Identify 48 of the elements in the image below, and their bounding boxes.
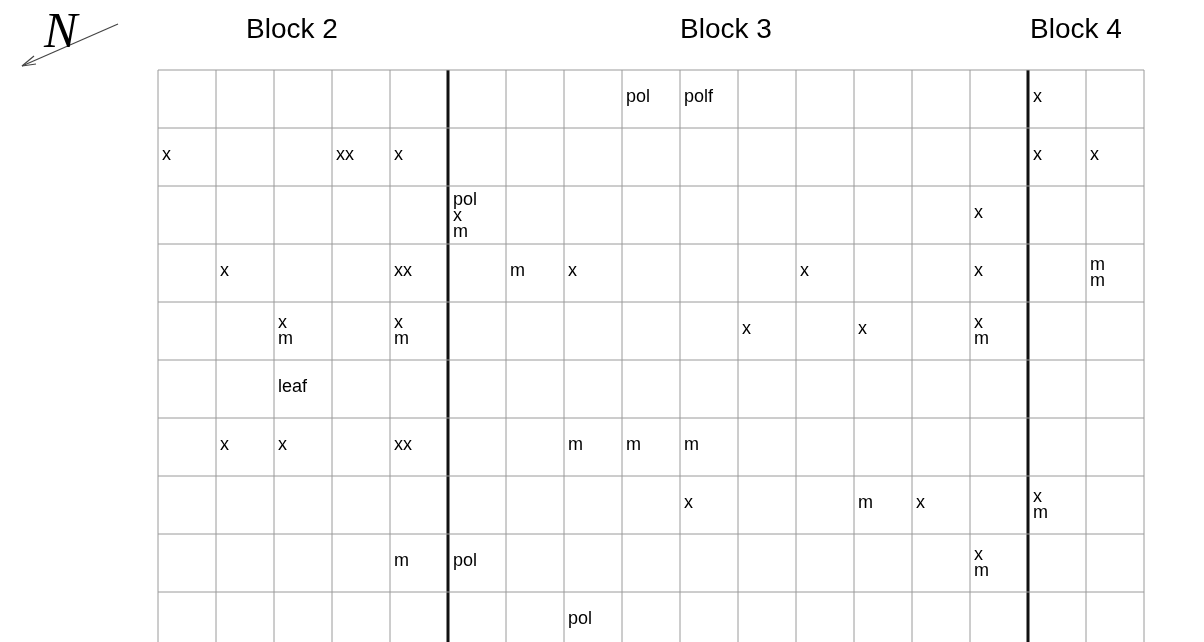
cell-mark: x [974,314,983,330]
cell-mark: m [278,330,293,346]
cell-mark: x [1033,488,1042,504]
cell-mark: m [1090,272,1105,288]
cell-mark: m [1033,504,1048,520]
cell-mark: x [858,320,867,336]
cell-mark: polf [684,88,714,104]
cell-mark: x [220,436,229,452]
cell-mark: x [974,262,983,278]
cell-mark: x [278,436,287,452]
cell-mark: xx [394,262,412,278]
cell-mark: m [684,436,699,452]
cell-mark: m [974,562,989,578]
cell-mark: m [568,436,583,452]
cell-mark: x [394,314,403,330]
cell-mark: m [626,436,641,452]
block-heading: Block 2 [246,12,338,46]
cell-mark: leaf [278,378,308,394]
cell-mark: x [394,146,403,162]
cell-mark: x [916,494,925,510]
cell-mark: x [568,262,577,278]
cell-mark: x [162,146,171,162]
cell-mark: m [974,330,989,346]
cell-mark: x [220,262,229,278]
cell-mark: m [858,494,873,510]
cell-mark: xx [336,146,354,162]
cell-mark: x [974,204,983,220]
cell-mark: pol [568,610,593,626]
cell-mark: xx [394,436,412,452]
cell-mark: m [510,262,525,278]
cell-mark: pol [453,191,478,207]
cell-mark: x [742,320,751,336]
cell-mark: x [278,314,287,330]
cell-mark: x [1033,146,1042,162]
north-label: N [44,1,78,60]
cell-mark: x [684,494,693,510]
cell-mark: pol [626,88,651,104]
cell-mark: x [1033,88,1042,104]
cell-mark: pol [453,552,478,568]
cell-mark: x [800,262,809,278]
block-heading: Block 4 [1030,12,1122,46]
cell-mark: m [394,552,409,568]
cell-mark: m [1090,256,1105,272]
cell-mark: x [974,546,983,562]
block-heading: Block 3 [680,12,772,46]
cell-mark: m [453,223,468,239]
cell-mark: m [394,330,409,346]
cell-mark: x [1090,146,1099,162]
